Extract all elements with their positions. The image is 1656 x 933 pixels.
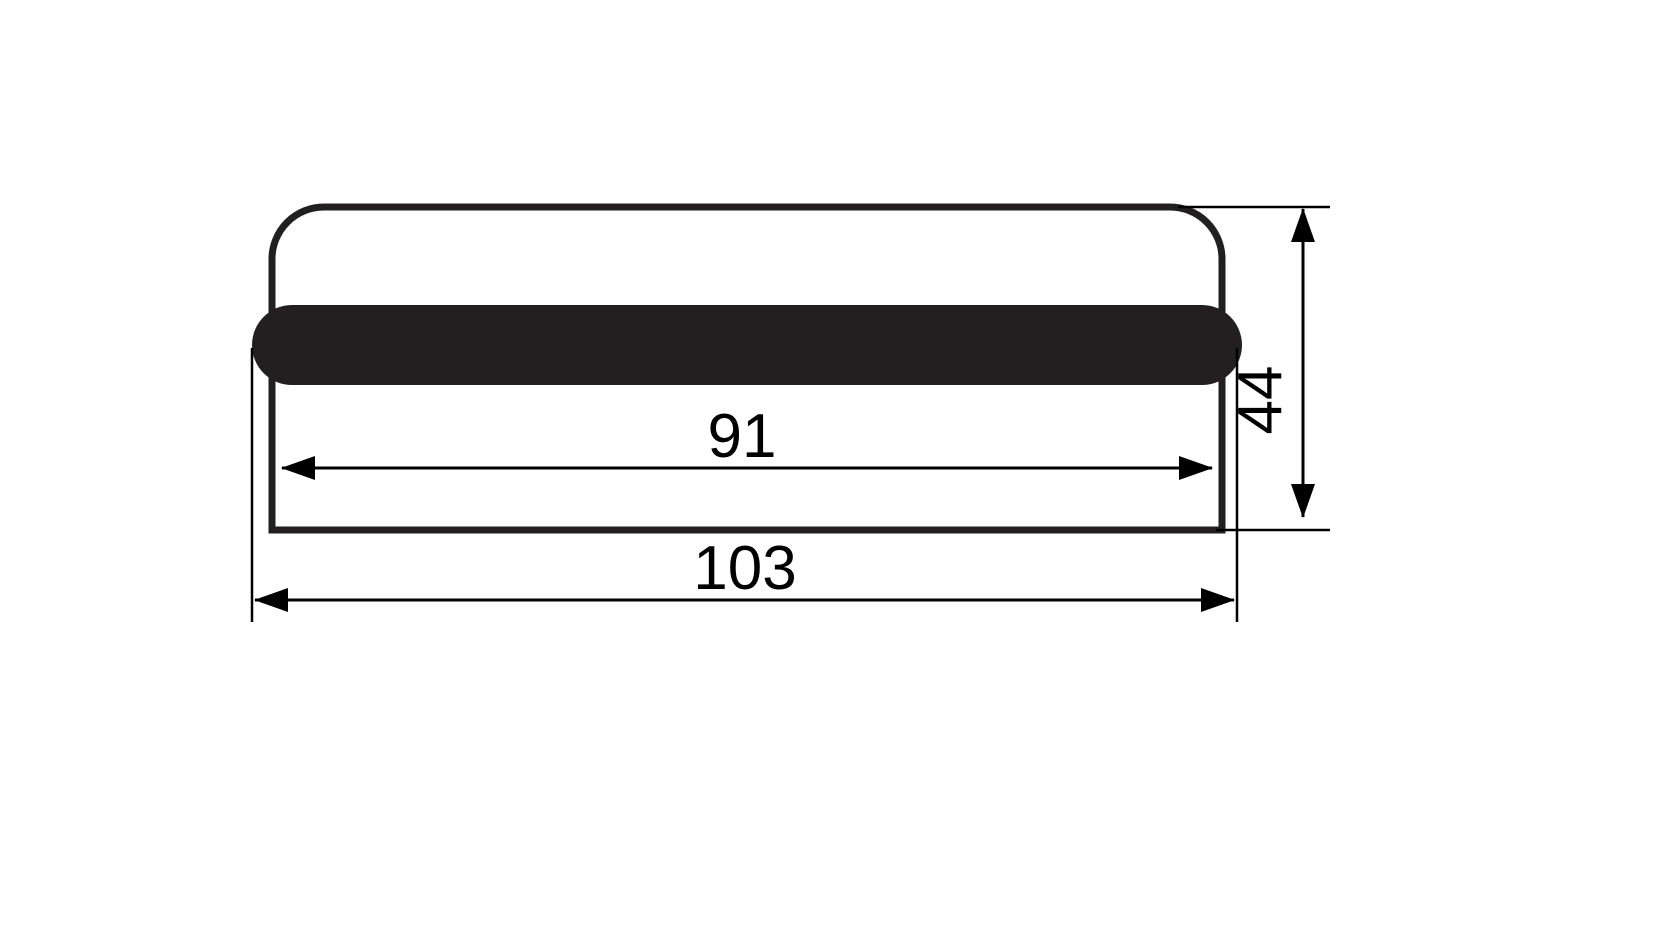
outer-profile-outline bbox=[268, 203, 1226, 534]
dimension-label-103: 103 bbox=[693, 534, 796, 603]
dimension-label-91: 91 bbox=[708, 402, 777, 471]
overall-width-dimension-103: 103 bbox=[250, 348, 1239, 622]
inner-width-dimension-91: 91 bbox=[281, 402, 1213, 480]
solid-band bbox=[252, 305, 1242, 385]
part-geometry bbox=[252, 203, 1242, 534]
